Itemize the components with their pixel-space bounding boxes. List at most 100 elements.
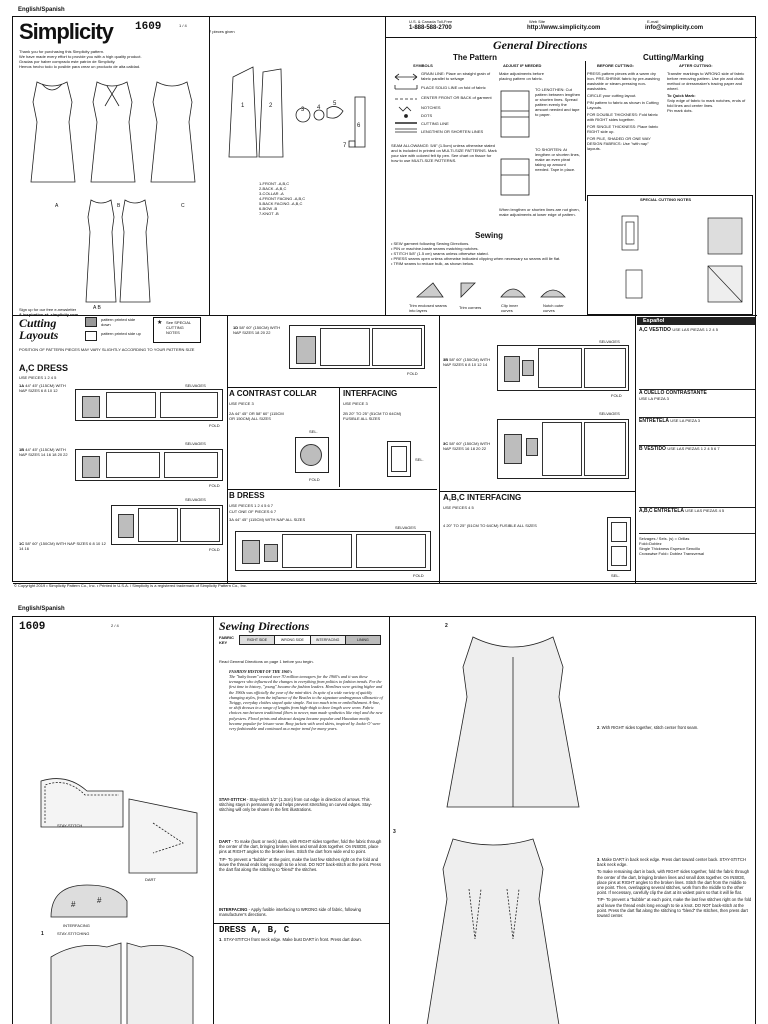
email-label: E-mail [647, 19, 659, 24]
page2-pattern-number: 1609 [19, 621, 46, 633]
special-notes-heading: SPECIAL CUTTING NOTES [640, 197, 692, 202]
selvages-label-1c: SELVAGES [185, 497, 206, 502]
interfacing-pieces: USE PIECE 3 [343, 401, 368, 406]
fabric-key-right-side: RIGHT SIDE [240, 636, 276, 644]
fold-label-1d: FOLD [407, 371, 418, 376]
sewing-directions-title: Sewing Directions [219, 619, 310, 633]
contact-bar: U.S. & Canada Toll-Free 1-888-588-2700 W… [387, 17, 757, 37]
abc-interfacing-pieces: USE PIECES 4 5 [443, 505, 474, 510]
b-dress-heading: B DRESS [229, 491, 265, 500]
layout-4 [607, 517, 631, 571]
toll-free-label: U.S. & Canada Toll-Free [409, 19, 453, 24]
email-link[interactable]: info@simplicity.com [645, 25, 704, 31]
layout-1d-label: 1D 58" 60" (150CM) WITH NAP SIZES 18 20 … [233, 325, 281, 335]
staystitch-section: STAY-STITCH - Stay-stitch 1/2" (1.3cm) f… [219, 797, 372, 813]
legend-down: pattern printed side down [101, 317, 136, 327]
phone-number[interactable]: 1-888-588-2700 [409, 25, 452, 31]
interfacing-figure: ## [50, 884, 128, 918]
staystitching-fig-label: STAY-STITCHING [57, 931, 90, 936]
svg-text:2: 2 [269, 103, 273, 109]
dart-figure [128, 798, 198, 874]
website-link[interactable]: http://www.simplicity.com [527, 25, 601, 31]
b-dress-cut: CUT ONE OF PIECES 6 7 [229, 509, 277, 514]
staystitch-figure [40, 778, 124, 828]
layout-3a [235, 531, 431, 571]
page1-sheet: Simplicity 1609 1 / 4 Thank you for purc… [12, 16, 757, 584]
ac-dress-heading: A,C DRESS [19, 363, 69, 373]
printed-side-up-swatch [85, 331, 97, 341]
abc-interfacing-heading: A,B,C INTERFACING [443, 493, 522, 502]
pieces-given: 7 pieces given [209, 29, 235, 34]
step-1-number: 1 [41, 931, 44, 937]
layout-2b [387, 441, 411, 477]
before-cutting-text: PRESS pattern pieces with a warm dry iro… [587, 71, 660, 151]
seam-allowance-text: SEAM ALLOWANCE: 5/8" (1.5cm) unless othe… [391, 143, 497, 163]
trim-label-1: Trim enclosed seams into layers [409, 303, 447, 313]
sewing-items: • SEW garment following Sewing Direction… [391, 241, 561, 266]
svg-text:7: 7 [343, 143, 347, 149]
star-icon: ★ [157, 320, 163, 326]
selvages-label-3a: SELVAGES [395, 525, 416, 530]
shorten-text: TO SHORTEN: At lengthen or shorten lines… [535, 147, 580, 172]
page-number: 1 / 4 [179, 23, 187, 28]
trim-label-2: Trim corners [459, 305, 482, 310]
symbol-icons [394, 73, 418, 133]
dart-section: DART - To make (bust or neck) darts, wit… [219, 839, 382, 873]
page1-language-label: English/Spanish [18, 7, 65, 13]
fold-label-3a: FOLD [413, 573, 424, 578]
fold-label-1c: FOLD [209, 547, 220, 552]
layout-1b-label: 1B 44" 45" (115CM) WITH NAP SIZES 14 16 … [19, 447, 68, 457]
page2-language-label: English/Spanish [18, 606, 65, 612]
step-3-number: 3 [393, 829, 396, 835]
special-notes-diagram [621, 215, 743, 303]
collar-layout-label: 2A 44" 45" OR 58" 60" (115CM OR 150CM) A… [229, 411, 284, 421]
layout-3a-label: 3A 44" 45" (115CM) WITH NAP ALL SIZES [229, 517, 306, 522]
dart-fig-label: DART [145, 877, 156, 882]
cutting-marking-heading: Cutting/Marking [643, 53, 704, 62]
read-general-first: Read General Directions on page 1 before… [219, 659, 314, 664]
page2-sheet: 1609 2 / 4 Sewing Directions FABRIC KEY … [12, 616, 756, 1024]
printed-side-down-swatch [85, 317, 97, 327]
step-3-text: 3. Make DART in back neck edge. Press da… [597, 857, 752, 919]
svg-text:#: # [97, 896, 102, 905]
sewing-heading: Sewing [475, 231, 504, 240]
selvages-label-1a: SELVAGES [185, 383, 206, 388]
selvages-label-3c: SELVAGES [599, 411, 620, 416]
layout-1b [75, 449, 223, 481]
trim-label-3: Clip inner curves [501, 303, 518, 313]
svg-text:#: # [71, 900, 76, 909]
sel-label-4: SEL. [611, 573, 620, 578]
svg-text:5: 5 [333, 101, 337, 107]
simplicity-logo: Simplicity [19, 19, 114, 44]
fold-label-2a: FOLD [309, 477, 320, 482]
after-cutting-text: Transfer markings to WRONG side of fabri… [667, 71, 746, 113]
before-cutting-heading: BEFORE CUTTING: [597, 63, 634, 68]
view-label-ab: A B [93, 305, 101, 311]
adjust-text: Make adjustments before placing pattern … [499, 71, 544, 81]
espanol-sections: A,C VESTIDO USE LAS PIEZAS 1 2 4 5 A CUE… [639, 327, 755, 556]
lengthen-note: When lengthen or shorten lines are not g… [499, 207, 580, 217]
dress-abc-heading: DRESS A, B, C [219, 925, 290, 935]
adjust-illustration [500, 90, 530, 196]
view-label-a: A [55, 203, 59, 209]
pattern-number: 1609 [135, 21, 162, 33]
layout-1c-label: 1C 58" 60" (150CM) WITH NAP SIZES 6 8 10… [19, 541, 106, 551]
general-directions-title: General Directions [493, 38, 588, 52]
interfacing-heading: INTERFACING [343, 389, 398, 398]
dress-views-illustration [30, 81, 196, 303]
trim-illustrations [415, 282, 566, 298]
layout-3b [497, 345, 629, 391]
fold-label-1a: FOLD [209, 423, 220, 428]
step-3-figure [426, 838, 560, 1024]
sel-label-2b: SEL. [415, 457, 424, 462]
trim-label-4: Notch outer curves [543, 303, 564, 313]
collar-pieces: USE PIECE 3 [229, 401, 254, 406]
fold-label-1b: FOLD [209, 483, 220, 488]
step-1-figure [50, 942, 194, 1024]
espanol-banner: Español [637, 317, 755, 325]
copyright: © Copyright 2019 • Simplicity Pattern Co… [14, 583, 247, 588]
lengthen-text: TO LENGTHEN: Cut pattern between lengthe… [535, 87, 581, 117]
symbols-heading: SYMBOLS [413, 63, 433, 68]
layout-3c-label: 3C 58" 60" (150CM) WITH NAP SIZES 16 18 … [443, 441, 491, 451]
fashion-history: FASHION HISTORY OF THE 1960's The "baby … [229, 669, 383, 732]
